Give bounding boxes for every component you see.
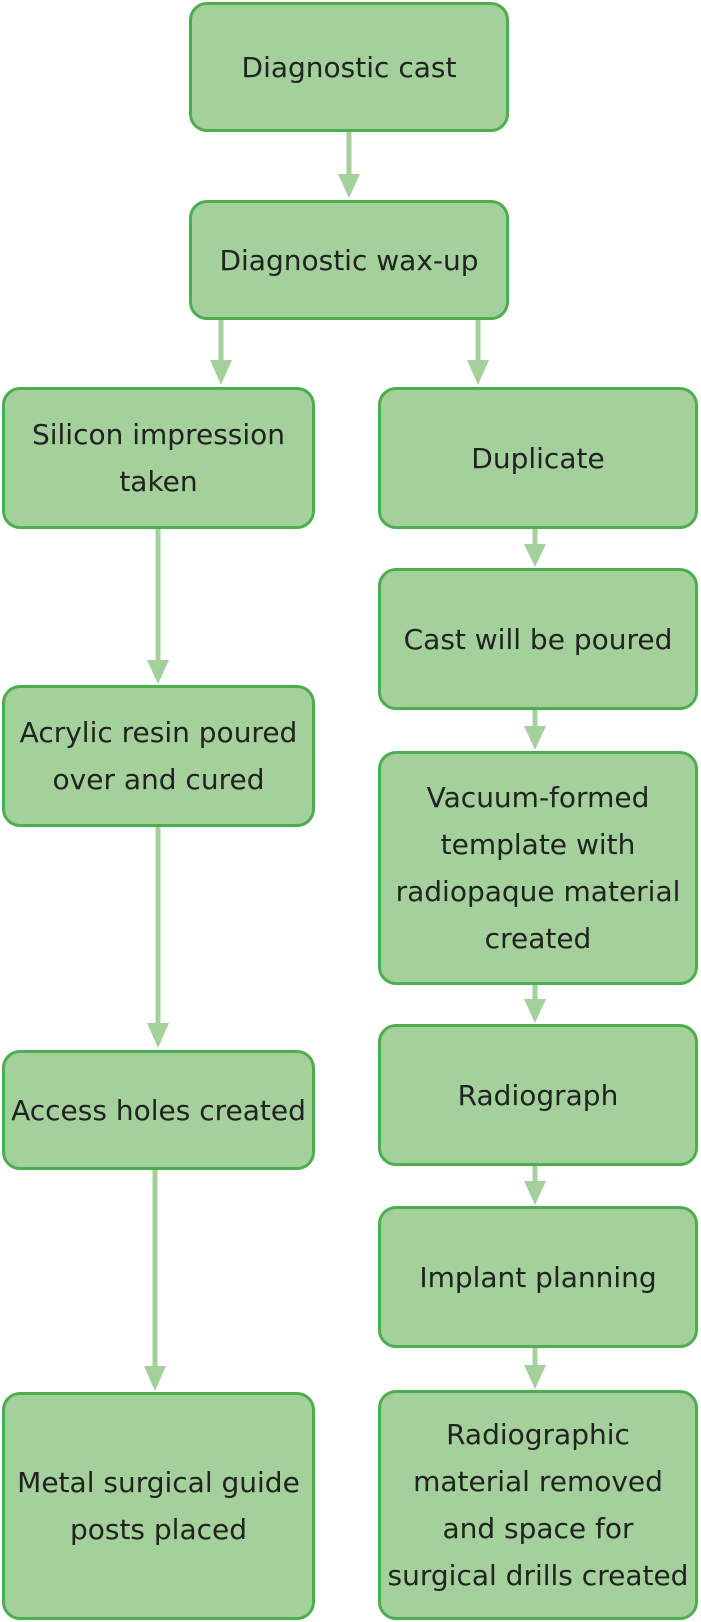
node-vacuum-formed-template: Vacuum-formed template with radiopaque m… xyxy=(378,751,698,985)
edge-cast-poured-to-vacuum xyxy=(524,710,546,750)
edge-wax-to-duplicate xyxy=(467,320,489,385)
node-silicon-impression: Silicon impression taken xyxy=(2,387,315,529)
edge-acrylic-to-access xyxy=(147,827,169,1048)
node-acrylic-resin: Acrylic resin poured over and cured xyxy=(2,685,315,827)
node-implant-planning: Implant planning xyxy=(378,1206,698,1348)
edge-access-to-metal xyxy=(144,1170,166,1391)
edge-radiograph-to-implant xyxy=(524,1166,546,1205)
edge-duplicate-to-cast-poured xyxy=(524,529,546,567)
node-diagnostic-cast: Diagnostic cast xyxy=(189,2,509,132)
edge-vacuum-to-radiograph xyxy=(524,985,546,1023)
node-radiographic-material-removed: Radiographic material removed and space … xyxy=(378,1390,698,1620)
node-access-holes: Access holes created xyxy=(2,1050,315,1170)
edge-implant-to-radiographic-removed xyxy=(524,1348,546,1389)
node-diagnostic-wax-up: Diagnostic wax-up xyxy=(189,200,509,320)
node-radiograph: Radiograph xyxy=(378,1024,698,1166)
node-metal-guide-posts: Metal surgical guide posts placed xyxy=(2,1392,315,1620)
node-duplicate: Duplicate xyxy=(378,387,698,529)
node-cast-poured: Cast will be poured xyxy=(378,568,698,710)
edge-silicon-to-acrylic xyxy=(147,529,169,684)
edge-cast-to-wax xyxy=(338,132,360,198)
edge-wax-to-silicon xyxy=(210,320,232,385)
